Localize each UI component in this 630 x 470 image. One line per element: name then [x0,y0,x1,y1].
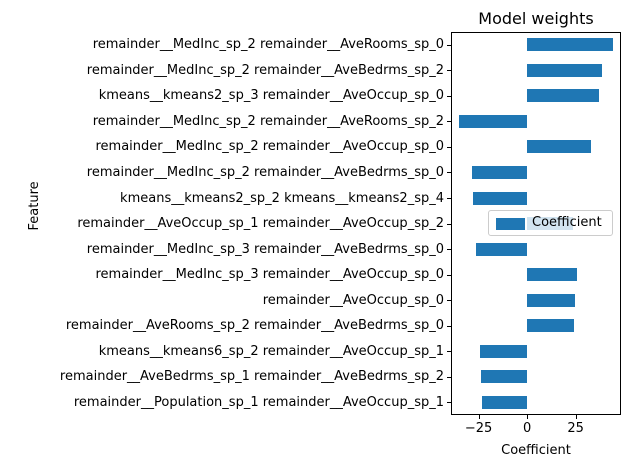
x-tick-label: 25 [567,421,584,436]
legend-label: Coefficient [532,215,602,230]
y-tick-label: remainder__AveRooms_sp_2 remainder__AveB… [65,318,444,334]
y-tick-label: remainder__AveBedrms_sp_1 remainder__Ave… [59,369,444,385]
y-tick [447,172,451,174]
bar [527,89,600,103]
bar [527,63,602,77]
x-axis-label: Coefficient [501,443,571,458]
bar [527,268,577,282]
bar [527,38,613,52]
bar [527,319,574,333]
y-tick [447,249,451,250]
bar [527,140,592,154]
y-tick-label: remainder__AveOccup_sp_0 [262,292,444,308]
y-tick-label: kmeans__kmeans2_sp_2 kmeans__kmeans2_sp_… [120,190,444,206]
y-tick [447,44,451,46]
y-tick [447,325,451,327]
y-tick-label: remainder__AveOccup_sp_1 remainder__AveO… [77,216,444,231]
x-tick [575,415,577,419]
y-tick [447,376,451,378]
y-tick-label: kmeans__kmeans6_sp_2 remainder__AveOccup… [98,343,444,359]
legend: Coefficient [488,210,613,236]
bar [475,242,528,256]
bar [459,114,528,128]
bar [472,191,528,205]
y-tick-label: remainder__MedInc_sp_2 remainder__AveRoo… [92,113,444,129]
y-tick [447,351,451,353]
y-tick-label: remainder__MedInc_sp_2 remainder__AveOcc… [95,139,444,155]
y-tick [447,402,451,404]
bar [527,293,575,307]
y-tick [447,146,451,148]
y-tick-label: remainder__MedInc_sp_2 remainder__AveRoo… [92,37,444,53]
x-tick-label: −25 [464,421,493,436]
y-tick [447,198,451,199]
y-tick-label: remainder__MedInc_sp_2 remainder__AveBed… [86,62,444,78]
y-tick-label: remainder__MedInc_sp_3 remainder__AveBed… [86,241,444,257]
bar [481,395,528,409]
bar [479,344,528,358]
y-tick [447,70,451,72]
y-tick [447,274,451,276]
y-tick [447,121,451,123]
x-tick-label: 0 [523,421,532,436]
bar [480,370,528,384]
bar [471,165,528,179]
legend-swatch [496,218,525,230]
y-tick-label: kmeans__kmeans2_sp_3 remainder__AveOccup… [98,88,444,104]
x-tick [527,415,529,419]
plot-area [451,32,621,415]
y-tick [447,223,451,225]
y-tick [447,300,451,302]
x-tick [478,415,480,419]
y-tick-label: remainder__MedInc_sp_2 remainder__AveBed… [86,164,444,180]
y-tick [447,95,451,97]
chart-title: Model weights [478,9,594,28]
y-tick-label: remainder__MedInc_sp_3 remainder__AveOcc… [95,267,444,283]
y-tick-label: remainder__Population_sp_1 remainder__Av… [73,394,444,410]
